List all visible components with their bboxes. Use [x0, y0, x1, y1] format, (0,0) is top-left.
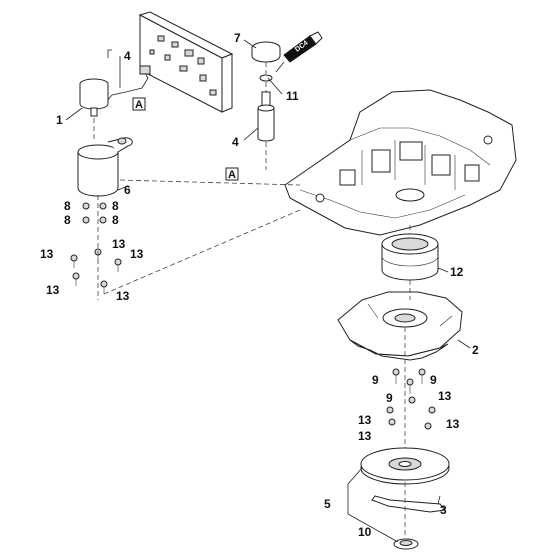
- callout-10: 10: [358, 525, 372, 539]
- callout-3: 3: [440, 503, 447, 517]
- callout-13-c: 13: [130, 247, 144, 261]
- callout-8-d: 8: [112, 213, 119, 227]
- callout-13-d: 13: [46, 283, 60, 297]
- callout-1: 1: [56, 113, 63, 127]
- leader-lines: [65, 39, 471, 543]
- cable-plug: [139, 65, 151, 75]
- callout-8-c: 8: [64, 213, 71, 227]
- part-1-sensor: [79, 78, 109, 117]
- sensor-cable: [105, 67, 149, 103]
- callout-13-a: 13: [40, 247, 54, 261]
- callout-7: 7: [234, 31, 241, 45]
- assembly-lines: [93, 118, 411, 538]
- callout-13-g: 13: [358, 413, 372, 427]
- part-7-cap: [251, 41, 281, 63]
- grease-tube: DC4: [283, 31, 323, 63]
- part-4-shaft: [257, 91, 275, 142]
- part-5-blade-disc: [360, 447, 450, 485]
- screws-8: [82, 202, 107, 224]
- part-2-blade-cover: [337, 291, 463, 361]
- chassis: [284, 89, 517, 236]
- callout-8-b: 8: [112, 199, 119, 213]
- callout-6: 6: [124, 183, 131, 197]
- callout-13-b: 13: [112, 237, 126, 251]
- callout-13-f: 13: [438, 389, 452, 403]
- screws-13-left: [70, 248, 122, 294]
- part-3-blade: [371, 495, 446, 513]
- ref-a-label-1: A: [135, 99, 143, 111]
- ref-a-label-2: A: [228, 169, 236, 181]
- grease-pointer: [275, 61, 285, 73]
- callout-11: 11: [286, 89, 299, 103]
- callout-12: 12: [450, 265, 464, 279]
- callout-2: 2: [472, 343, 479, 357]
- ref-a-box-1: A: [132, 97, 146, 111]
- callout-8-a: 8: [64, 199, 71, 213]
- screws-9-and-13-right: [386, 368, 436, 430]
- callout-9-b: 9: [430, 373, 437, 387]
- ref-a-box-2: A: [225, 167, 239, 181]
- circuit-board: [138, 11, 234, 113]
- callout-5: 5: [324, 497, 331, 511]
- part-12-motor: [381, 233, 439, 281]
- part-10-gear: [393, 538, 419, 550]
- callout-4-top: 4: [124, 49, 131, 63]
- callout-4-shaft: 4: [232, 135, 239, 149]
- callout-13-i: 13: [358, 429, 372, 443]
- bracket-mark: [107, 49, 112, 58]
- callout-9-a: 9: [372, 373, 379, 387]
- callouts: 4 1 6 7 11 4 8 8 8 8 13 13 13 13 13 12 2…: [40, 31, 479, 539]
- callout-13-h: 13: [446, 417, 460, 431]
- callout-9-c: 9: [386, 391, 393, 405]
- callout-13-e: 13: [116, 289, 130, 303]
